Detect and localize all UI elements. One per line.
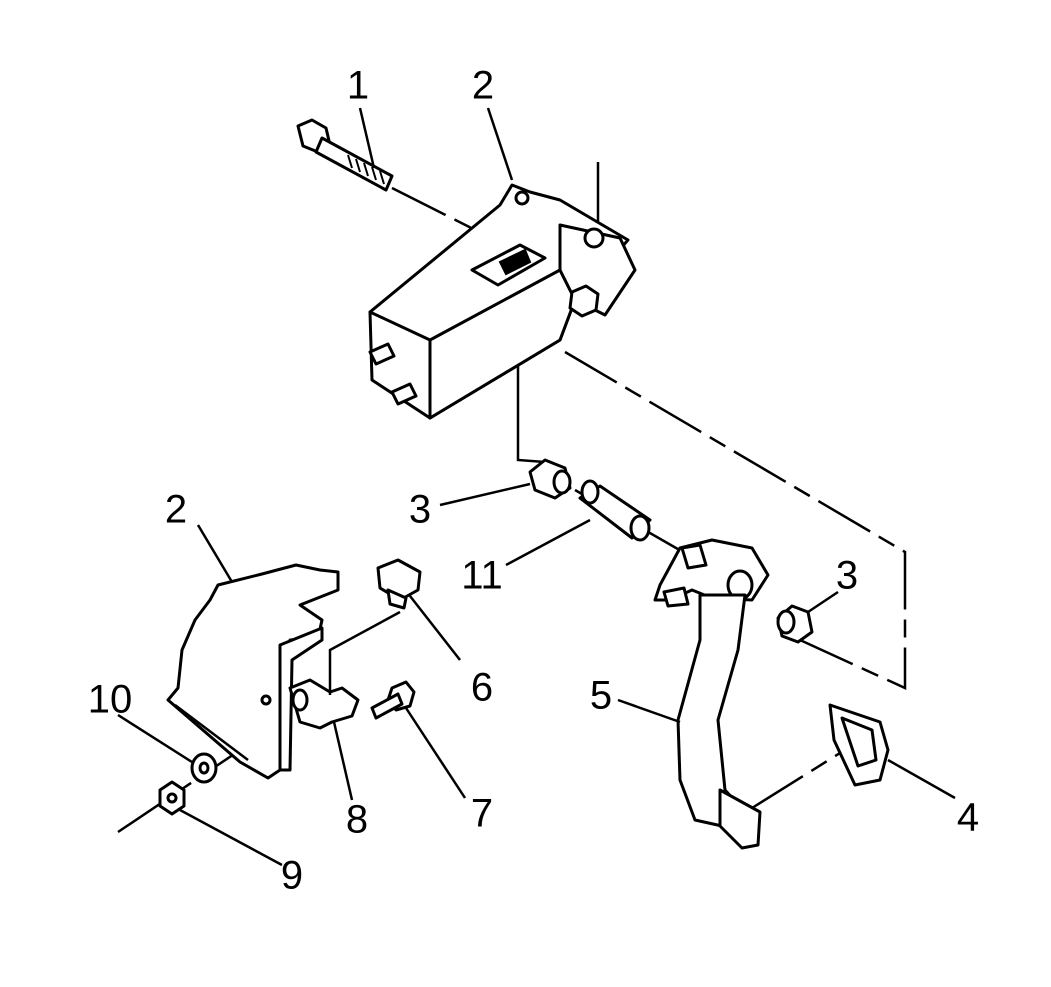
callout-3-left: 3 bbox=[409, 488, 431, 532]
pedal-bracket-part-2-left bbox=[166, 563, 340, 780]
screw-part-7 bbox=[370, 680, 416, 720]
callout-8: 8 bbox=[346, 798, 368, 842]
callout-2-top: 2 bbox=[472, 64, 494, 108]
switch-bracket-part-8 bbox=[288, 610, 401, 730]
switch-part-6 bbox=[376, 558, 422, 610]
callout-10: 10 bbox=[88, 678, 133, 722]
callout-11: 11 bbox=[461, 554, 503, 598]
pedal-bracket-part-2-top bbox=[368, 183, 637, 420]
callout-6: 6 bbox=[471, 666, 493, 710]
spacer-part-11 bbox=[578, 479, 652, 542]
callout-2-left: 2 bbox=[165, 488, 187, 532]
callout-9: 9 bbox=[281, 854, 303, 898]
leader-lines bbox=[117, 107, 956, 867]
callout-labels: 1 2 3 11 3 5 4 6 7 8 10 9 2 bbox=[88, 64, 979, 898]
callout-7: 7 bbox=[471, 792, 493, 836]
callout-4: 4 bbox=[957, 796, 979, 840]
callout-5: 5 bbox=[590, 674, 612, 718]
bushing-part-3-right bbox=[776, 604, 814, 644]
pedal-pad-part-4 bbox=[828, 703, 890, 787]
bushing-part-3-left bbox=[528, 458, 572, 500]
bolt-part-1 bbox=[296, 118, 394, 192]
callout-1: 1 bbox=[347, 64, 369, 108]
clutch-pedal-part-5 bbox=[653, 538, 770, 850]
washer-part-10 bbox=[190, 752, 218, 784]
callout-3-right: 3 bbox=[836, 554, 858, 598]
nut-part-9 bbox=[158, 780, 186, 816]
